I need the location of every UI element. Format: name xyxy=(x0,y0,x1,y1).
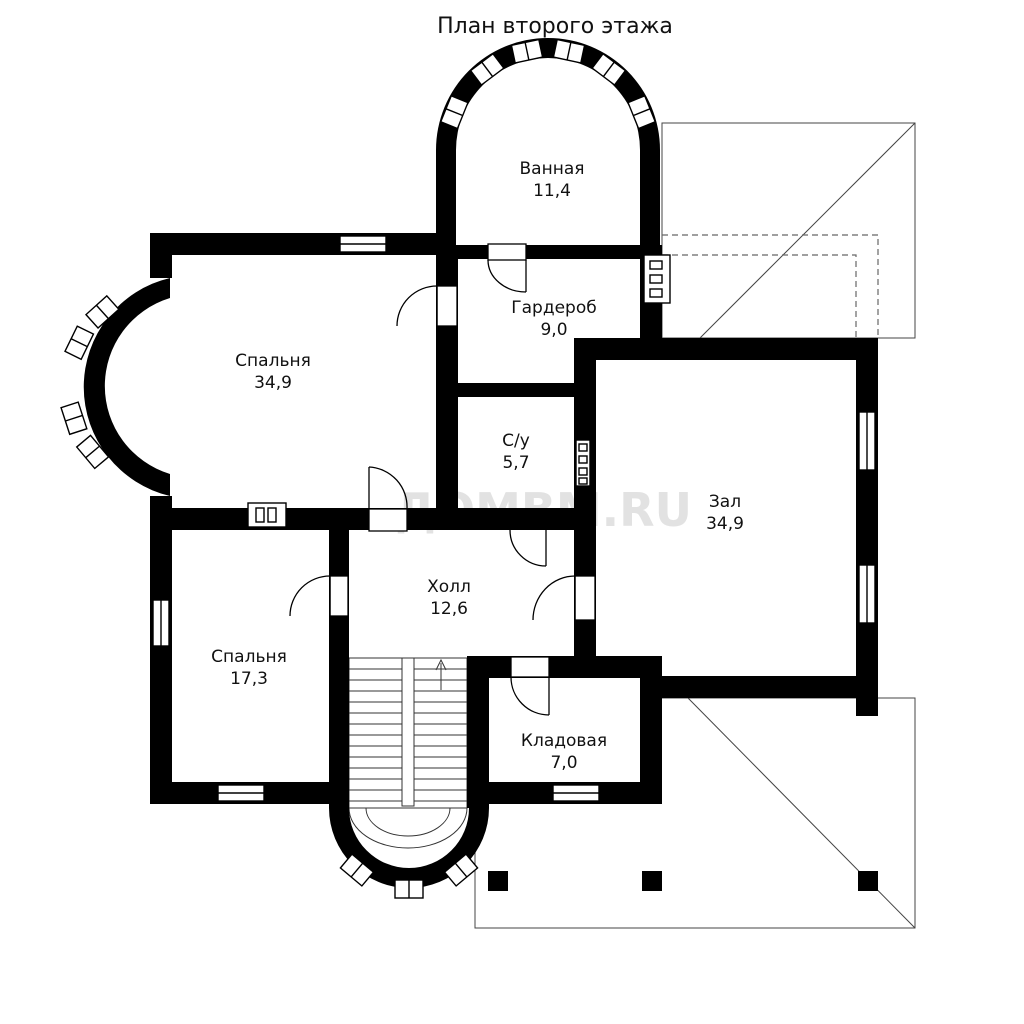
vent-ducts xyxy=(247,254,671,528)
railing-dashed xyxy=(662,234,879,338)
room-area-bedroom-large: 34,9 xyxy=(254,373,292,393)
room-name-hallway: Холл xyxy=(427,577,471,597)
staircase xyxy=(348,657,468,849)
room-name-bedroom-small: Спальня xyxy=(211,647,287,667)
room-area-hallway: 12,6 xyxy=(430,599,468,619)
room-area-wardrobe: 9,0 xyxy=(540,320,567,340)
terrace-upper xyxy=(661,122,916,339)
room-area-bathroom: 11,4 xyxy=(533,181,571,201)
room-labels: Ванная 11,4 Гардероб 9,0 Спальня 34,9 С/… xyxy=(211,159,744,773)
room-name-wc: С/у xyxy=(502,431,530,451)
plan-title: План второго этажа xyxy=(437,14,673,39)
room-name-bedroom-large: Спальня xyxy=(235,351,311,371)
terrace-columns xyxy=(488,871,878,891)
room-name-hall-zal: Зал xyxy=(709,492,741,512)
room-name-wardrobe: Гардероб xyxy=(511,298,596,318)
room-area-wc: 5,7 xyxy=(502,453,529,473)
windows xyxy=(60,38,876,899)
room-name-storage: Кладовая xyxy=(521,731,607,751)
doors xyxy=(289,243,596,716)
room-name-bathroom: Ванная xyxy=(520,159,585,179)
room-area-bedroom-small: 17,3 xyxy=(230,669,268,689)
room-area-hall-zal: 34,9 xyxy=(706,514,744,534)
room-area-storage: 7,0 xyxy=(550,753,577,773)
walls xyxy=(83,38,878,888)
